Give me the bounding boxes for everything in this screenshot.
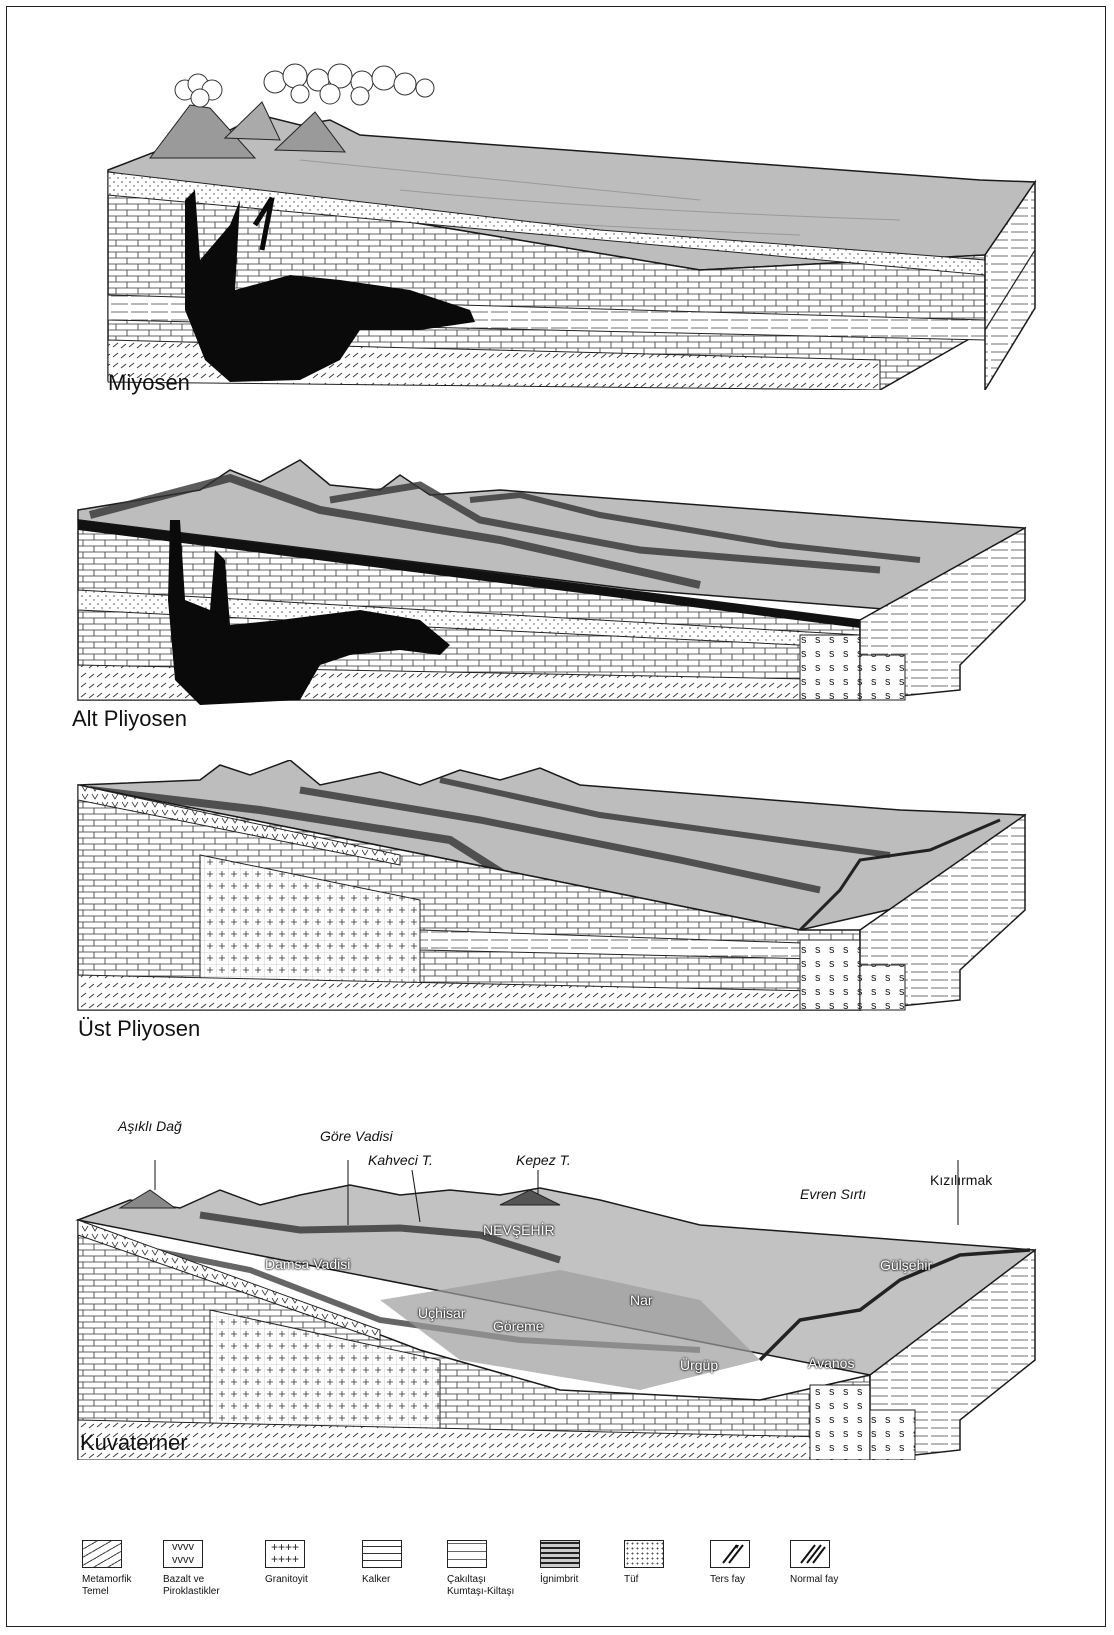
normal-fault-icon: [790, 1540, 830, 1568]
volcano: [120, 1190, 175, 1208]
legend-label: Metamorfik Temel: [82, 1574, 131, 1598]
panel-label-kuvaterner: Kuvaterner: [80, 1430, 188, 1456]
panel-kuvaterner-block: [0, 1160, 1114, 1460]
legend-label: Bazalt ve Piroklastikler: [163, 1574, 220, 1598]
legend-item-granitoid: ++++++++ Granitoyit: [265, 1540, 308, 1586]
eruption-cloud: [175, 64, 434, 107]
metamorphic-block: [810, 1385, 870, 1460]
metamorphic-basement-pattern-icon: [82, 1540, 122, 1568]
legend-item-tuff: Tüf: [624, 1540, 664, 1586]
peak-label-kizilirmak: Kızılırmak: [930, 1172, 992, 1188]
panel-label-ust-pliyosen: Üst Pliyosen: [78, 1016, 200, 1042]
legend-label: İgnimbrit: [540, 1574, 580, 1586]
place-gulsehir: Gülşehir: [880, 1257, 932, 1273]
legend-item-reverse-fault: Ters fay: [710, 1540, 750, 1586]
limestone-pattern-icon: [362, 1540, 402, 1568]
tuff-pattern-icon: [624, 1540, 664, 1568]
place-uchisar: Uçhisar: [418, 1305, 465, 1321]
peak-label-evren: Evren Sırtı: [800, 1186, 866, 1202]
reverse-fault-icon: [710, 1540, 750, 1568]
legend-item-normal-fault: Normal fay: [790, 1540, 838, 1586]
metamorphic-block: [800, 940, 860, 1010]
metamorphic-block: [800, 635, 860, 700]
legend-item-metamorphic: Metamorfik Temel: [82, 1540, 131, 1598]
peak-label-kepez: Kepez T.: [516, 1152, 571, 1168]
legend-label: Normal fay: [790, 1574, 838, 1586]
panel-label-miyosen: Miyosen: [108, 370, 190, 396]
peak-label-gore: Göre Vadisi: [320, 1128, 393, 1144]
panel-label-alt-pliyosen: Alt Pliyosen: [72, 706, 187, 732]
peak-label-asikli: Aşıklı Dağ: [118, 1118, 182, 1134]
peak-label-kahveci: Kahveci T.: [368, 1152, 433, 1168]
panel-ust-pliyosen-block: [0, 760, 1114, 1020]
place-goreme: Göreme: [493, 1318, 544, 1334]
legend-label: Kalker: [362, 1574, 402, 1586]
ignimbrite-pattern-icon: [540, 1540, 580, 1568]
granitoid-pattern-icon: ++++++++: [265, 1540, 305, 1568]
legend-label: Granitoyit: [265, 1574, 308, 1586]
legend-item-limestone: Kalker: [362, 1540, 402, 1586]
legend-label: Tüf: [624, 1574, 664, 1586]
panel-alt-pliyosen-block: [0, 450, 1114, 710]
legend-item-conglomerate: Çakıltaşı Kumtaşı-Kiltaşı: [447, 1540, 514, 1598]
legend-label: Çakıltaşı Kumtaşı-Kiltaşı: [447, 1574, 514, 1598]
place-nevsehir: NEVŞEHİR: [483, 1222, 555, 1238]
place-nar: Nar: [630, 1292, 653, 1308]
place-damsa: Damsa Vadisi: [265, 1256, 350, 1272]
place-urgup: Ürgüp: [680, 1357, 718, 1373]
legend-item-ignimbrite: İgnimbrit: [540, 1540, 580, 1586]
conglomerate-pattern-icon: [447, 1540, 487, 1568]
legend-label: Ters fay: [710, 1574, 750, 1586]
place-avanos: Avanos: [808, 1355, 854, 1371]
panel-miyosen-block: [0, 60, 1114, 390]
